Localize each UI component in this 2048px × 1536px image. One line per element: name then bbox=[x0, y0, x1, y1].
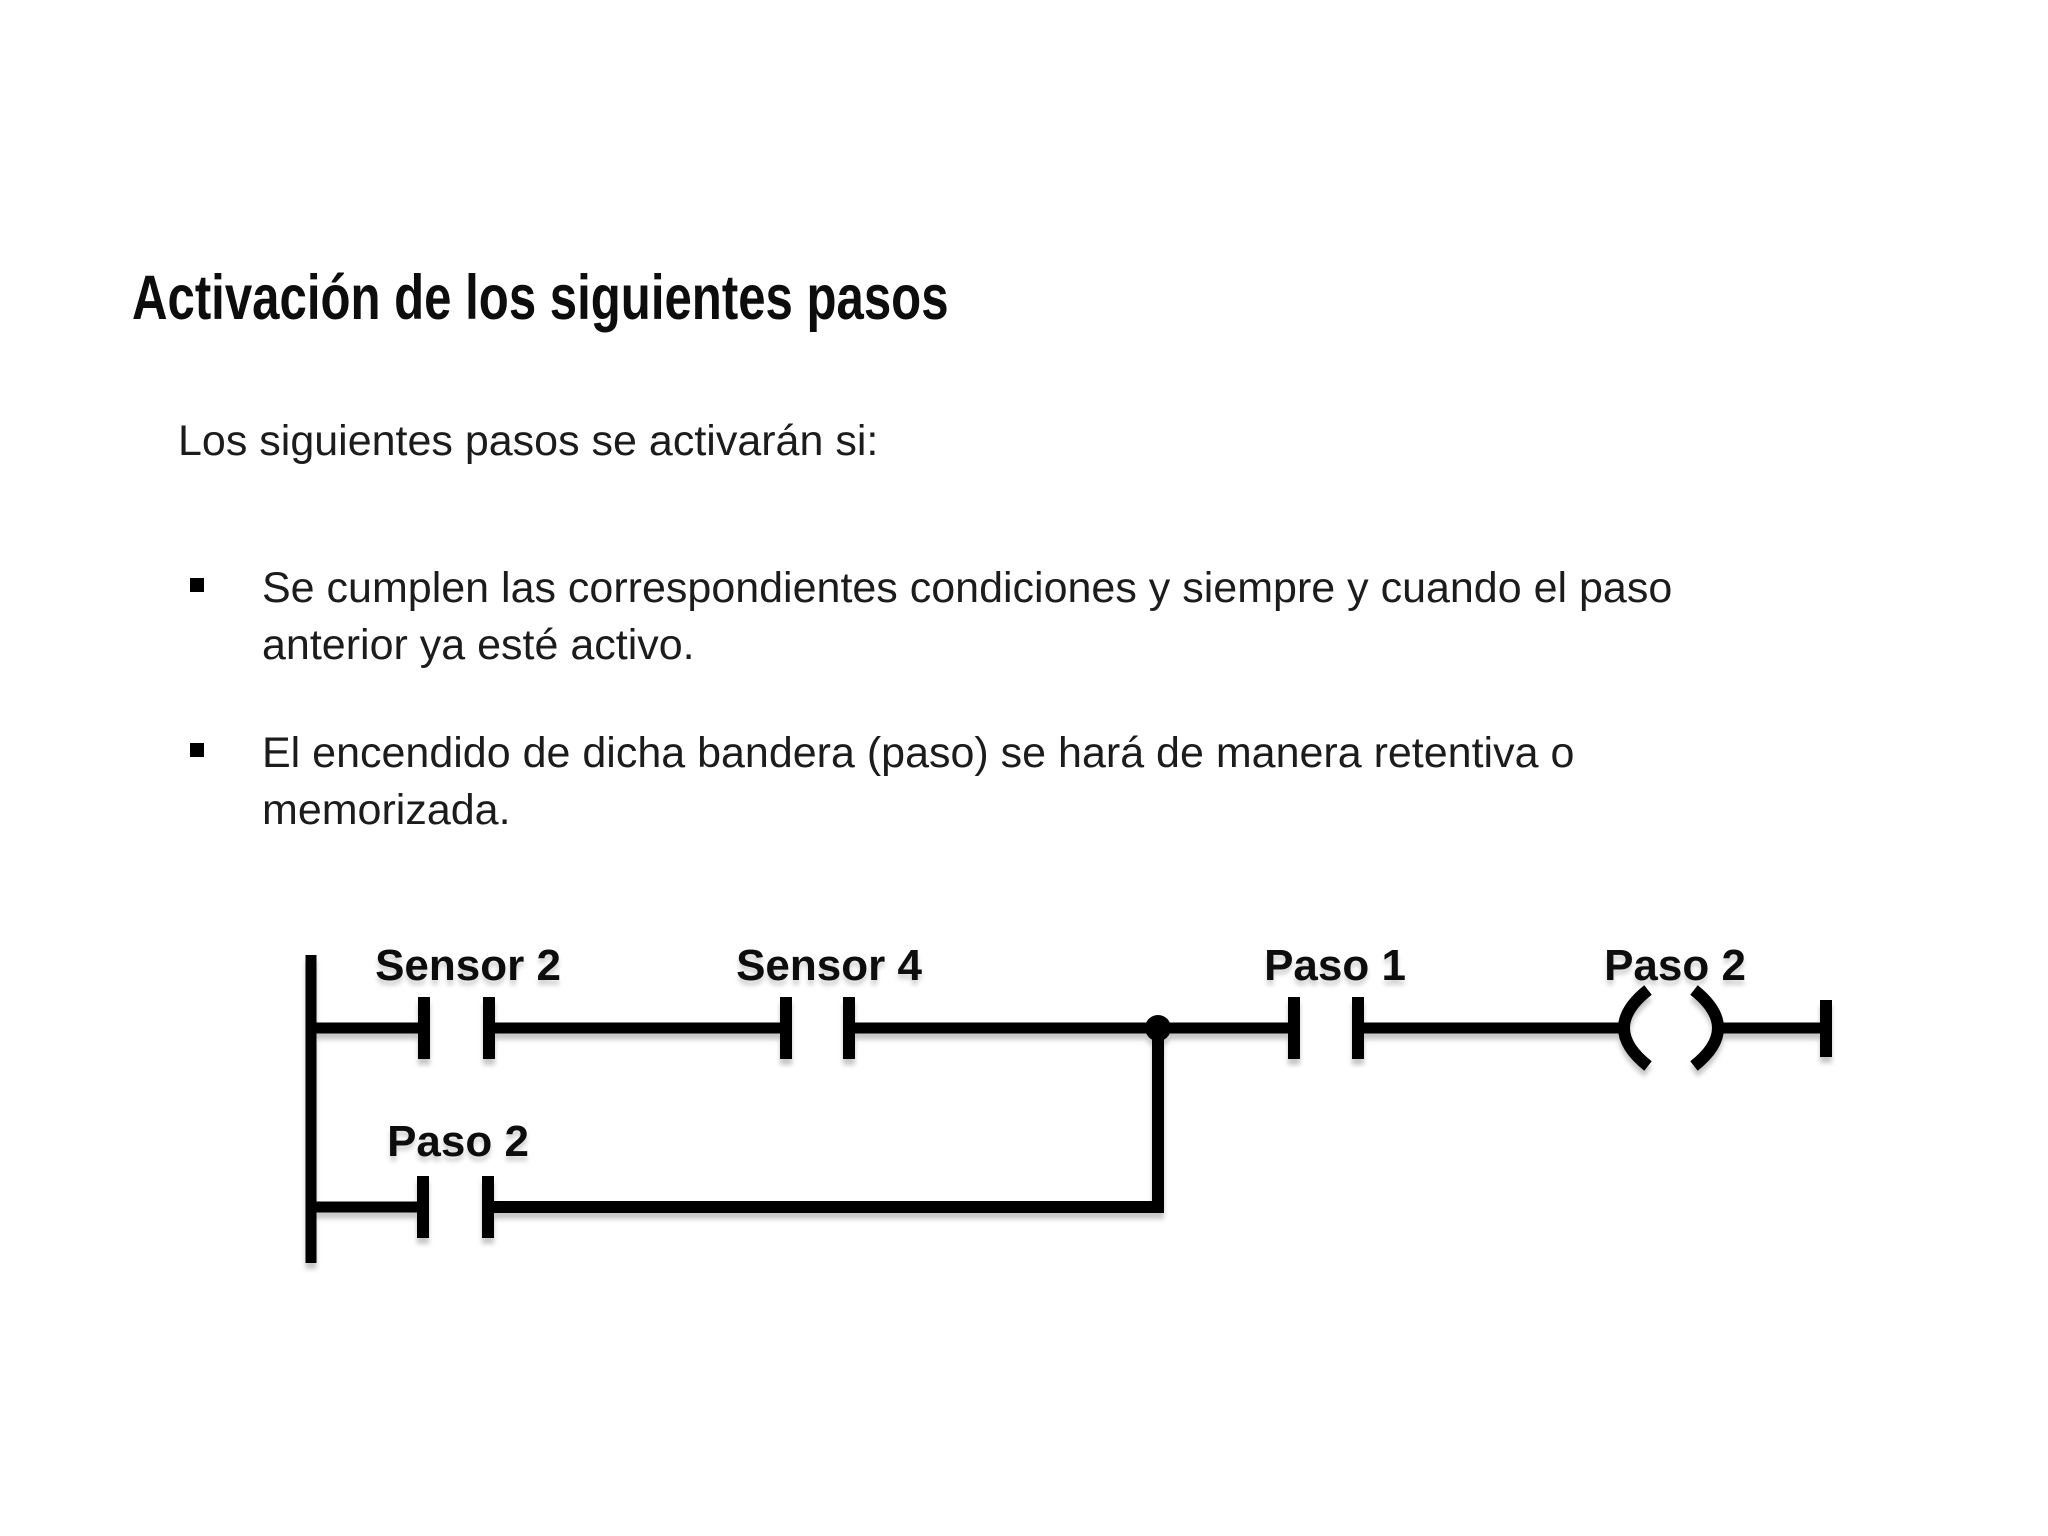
bullet-item: Se cumplen las correspondientes condicio… bbox=[262, 560, 1672, 674]
bullet-square-icon bbox=[190, 578, 204, 592]
bullet-item: El encendido de dicha bandera (paso) se … bbox=[262, 725, 1574, 839]
branch-wire bbox=[488, 1028, 1164, 1213]
bullet-square-icon bbox=[190, 743, 204, 757]
label-paso1: Paso 1 bbox=[1264, 941, 1406, 990]
label-sensor4: Sensor 4 bbox=[736, 941, 922, 990]
bullet-line: anterior ya esté activo. bbox=[262, 621, 695, 669]
slide-title: Activación de los siguientes pasos bbox=[132, 263, 949, 333]
label-sensor2: Sensor 2 bbox=[375, 941, 561, 990]
coil-paso2-left-paren bbox=[1618, 985, 1652, 1071]
label-branch-paso2: Paso 2 bbox=[387, 1117, 529, 1166]
intro-text: Los siguientes pasos se activarán si: bbox=[178, 417, 879, 465]
bullet-line: Se cumplen las correspondientes condicio… bbox=[262, 564, 1673, 612]
label-coil-paso2: Paso 2 bbox=[1604, 941, 1746, 990]
bullet-line: memorizada. bbox=[262, 786, 511, 834]
junction-dot bbox=[1145, 1015, 1171, 1041]
bullet-line: El encendido de dicha bandera (paso) se … bbox=[262, 729, 1575, 777]
coil-paso2-right-paren bbox=[1690, 985, 1724, 1071]
